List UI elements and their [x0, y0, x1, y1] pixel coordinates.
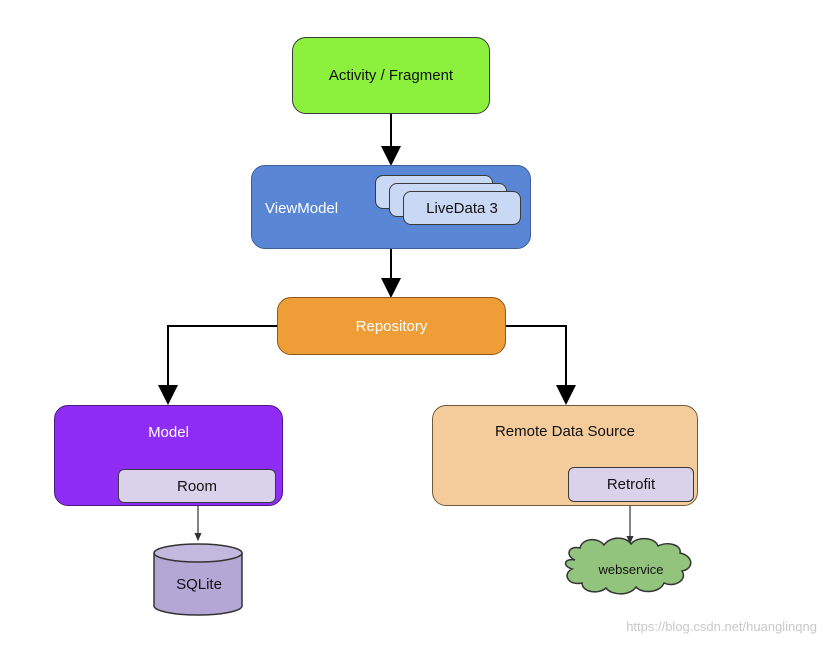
- watermark: https://blog.csdn.net/huanglinqng: [626, 619, 817, 634]
- repository-node: Repository: [277, 297, 506, 355]
- model-node: Model Room: [54, 405, 283, 506]
- sqlite-label: SQLite: [176, 576, 222, 593]
- remote-data-source-node: Remote Data Source Retrofit: [432, 405, 698, 506]
- activity-fragment-label: Activity / Fragment: [328, 67, 454, 84]
- retrofit-node: Retrofit: [568, 467, 694, 502]
- remote-data-source-label: Remote Data Source: [494, 423, 636, 440]
- livedata-node: LiveData 3: [403, 191, 521, 225]
- model-label: Model: [148, 424, 189, 441]
- room-node: Room: [118, 469, 276, 503]
- viewmodel-label: ViewModel: [265, 200, 339, 217]
- webservice-cloud: [564, 537, 692, 595]
- room-label: Room: [176, 477, 217, 495]
- viewmodel-node: ViewModel LiveData 3: [251, 165, 531, 249]
- webservice-label: webservice: [598, 562, 664, 577]
- sqlite-cylinder: [153, 543, 243, 616]
- repository-label: Repository: [355, 317, 428, 335]
- retrofit-label: Retrofit: [606, 476, 656, 493]
- arrow-repository-to-model: [158, 325, 277, 405]
- livedata-label: LiveData 3: [426, 199, 498, 217]
- activity-fragment-node: Activity / Fragment: [292, 37, 490, 114]
- arrow-repository-to-remote: [506, 325, 576, 405]
